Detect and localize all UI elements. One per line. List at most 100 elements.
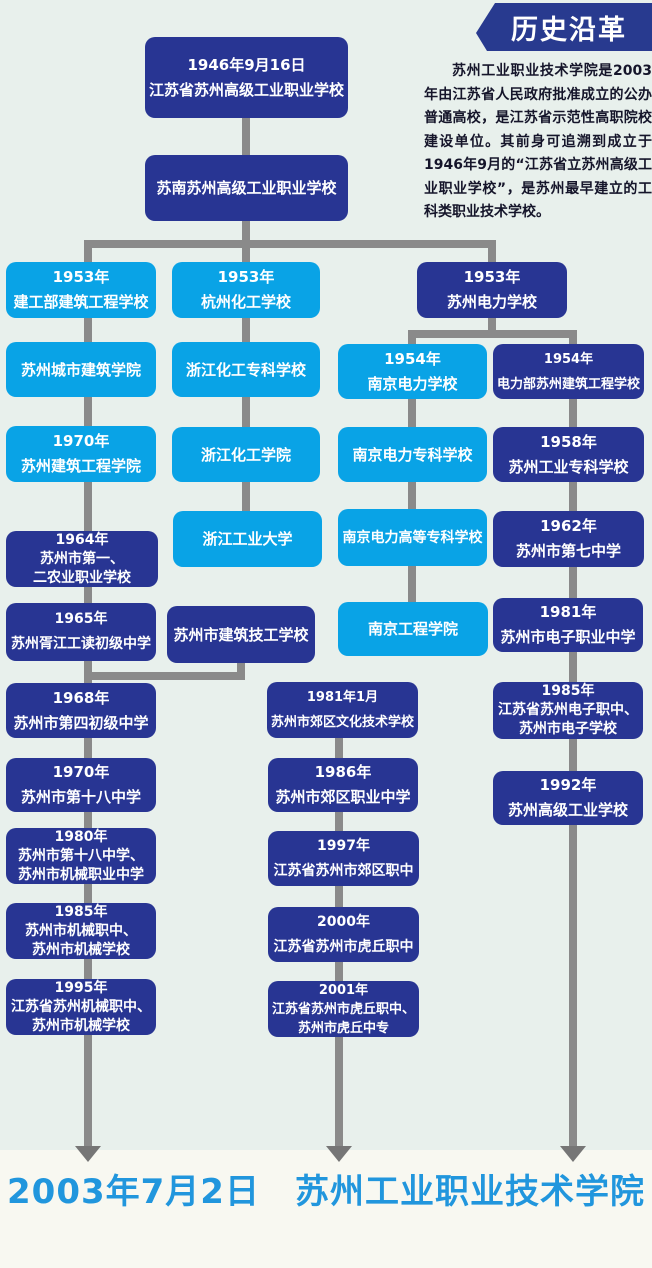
node-text-line: 1992年 — [539, 776, 597, 794]
node-text-line: 1985年 — [541, 683, 595, 699]
node-2000-huqiu-vocational: 2000年江苏省苏州市虎丘职中 — [268, 907, 419, 962]
banner-title: 历史沿革 — [511, 14, 627, 46]
connector-line — [242, 220, 250, 240]
node-text-line: 苏州市郊区职业中学 — [275, 788, 411, 806]
node-text-line: 江苏省苏州电子职中、 — [498, 702, 638, 718]
node-suzhou-city-construction: 苏州城市建筑学院 — [6, 342, 156, 397]
node-text-line: 电力部苏州建筑工程学校 — [496, 376, 640, 392]
node-1981-suburb-culture-tech: 1981年1月苏州市郊区文化技术学校 — [267, 682, 418, 738]
node-text-line: 苏州市第七中学 — [515, 542, 621, 560]
node-text-line: 苏州市机械职业中学 — [18, 866, 144, 883]
node-text-line: 浙江工业大学 — [202, 530, 293, 548]
node-text-line: 江苏省苏州高级工业职业学校 — [148, 80, 344, 99]
node-zhejiang-chemical-institute: 浙江化工学院 — [172, 427, 320, 482]
node-text-line: 江苏省苏州机械职中、 — [11, 998, 151, 1015]
intro-paragraph: 苏州工业职业技术学院是2003年由江苏省人民政府批准成立的公办普通高校，是江苏省… — [424, 63, 652, 220]
node-1986-suburb-vocational: 1986年苏州市郊区职业中学 — [268, 758, 418, 812]
connector-line — [408, 338, 416, 348]
node-text-line: 苏州市第一、 — [40, 550, 124, 567]
node-text-line: 1968年 — [52, 688, 110, 707]
node-text-line: 苏州高级工业学校 — [507, 801, 628, 819]
node-1964-suzhou-agricultural: 1964年苏州市第一、二农业职业学校 — [6, 531, 158, 587]
node-text-line: 1954年 — [543, 351, 594, 367]
footer-title: 2003年7月2日 苏州工业职业技术学院 — [7, 1172, 645, 1212]
node-text-line: 1964年 — [55, 531, 109, 548]
node-text-line: 1962年 — [540, 517, 597, 535]
node-text-line: 1981年1月 — [306, 690, 379, 705]
node-text-line: 苏州市电子职业中学 — [500, 628, 636, 646]
node-text-line: 1953年 — [463, 268, 521, 286]
node-text-line: 江苏省苏州市虎丘职中 — [273, 938, 414, 955]
node-1997-suburb-vocational: 1997年江苏省苏州市郊区职中 — [268, 831, 419, 886]
node-text-line: 建工部建筑工程学校 — [13, 293, 149, 311]
node-1953-suzhou-electric: 1953年苏州电力学校 — [417, 262, 567, 318]
node-text-line: 苏州市机械学校 — [32, 1017, 130, 1034]
connector-line — [488, 318, 496, 334]
node-1953-construction-school: 1953年建工部建筑工程学校 — [6, 262, 156, 318]
node-text-line: 1965年 — [54, 611, 108, 627]
node-1970-no18-middle: 1970年苏州市第十八中学 — [6, 758, 156, 812]
node-1995-machinery-schools: 1995年江苏省苏州机械职中、苏州市机械学校 — [6, 979, 156, 1035]
node-text-line: 杭州化工学校 — [200, 293, 291, 311]
node-text-line: 苏州市电子学校 — [519, 721, 617, 737]
node-text-line: 江苏省苏州市郊区职中 — [273, 862, 414, 879]
arrowhead-down-icon — [560, 1146, 586, 1162]
connector-line — [242, 248, 250, 262]
node-text-line: 苏州市建筑技工学校 — [173, 625, 309, 644]
bottom-band — [0, 1150, 652, 1268]
node-text-line: 南京电力专科学校 — [352, 445, 473, 464]
arrowhead-down-icon — [326, 1146, 352, 1162]
node-1953-hangzhou-chemical: 1953年杭州化工学校 — [172, 262, 320, 318]
node-text-line: 苏州市第四初级中学 — [13, 713, 149, 732]
node-text-line: 浙江化工专科学校 — [185, 360, 306, 379]
node-text-line: 1946年9月16日 — [187, 55, 306, 74]
node-text-line: 2000年 — [317, 913, 370, 930]
node-1970-suzhou-construction: 1970年苏州建筑工程学院 — [6, 426, 156, 482]
node-text-line: 1997年 — [317, 837, 370, 854]
node-text-line: 苏州城市建筑学院 — [20, 360, 141, 379]
node-1992-senior-industrial: 1992年苏州高级工业学校 — [493, 771, 643, 825]
node-text-line: 1981年 — [539, 603, 597, 621]
node-text-line: 苏州市机械学校 — [32, 941, 130, 958]
node-1985-machinery-schools: 1985年苏州市机械职中、苏州市机械学校 — [6, 903, 156, 959]
connector-line — [237, 660, 245, 678]
node-text-line: 1985年 — [54, 903, 108, 920]
node-text-line: 苏州市第十八中学、 — [18, 847, 144, 864]
node-sunan-suzhou-senior-industrial: 苏南苏州高级工业职业学校 — [145, 155, 348, 221]
connector-line — [569, 348, 577, 1148]
node-text-line: 1953年 — [52, 268, 110, 286]
node-1980-no18-machinery: 1980年苏州市第十八中学、苏州市机械职业中学 — [6, 828, 156, 884]
node-text-line: 二农业职业学校 — [33, 569, 131, 586]
node-text-line: 浙江化工学院 — [200, 445, 291, 464]
node-text-line: 苏州市机械职中、 — [25, 922, 137, 939]
node-text-line: 南京电力高等专科学校 — [342, 529, 483, 546]
connector-line — [488, 248, 496, 262]
node-text-line: 苏州胥江工读初级中学 — [11, 636, 151, 652]
node-zhejiang-chemical-college: 浙江化工专科学校 — [172, 342, 320, 397]
node-text-line: 苏州工业专科学校 — [508, 457, 629, 476]
node-nanjing-electric-higher: 南京电力高等专科学校 — [338, 509, 487, 566]
node-1968-no4-junior-middle: 1968年苏州市第四初级中学 — [6, 683, 156, 738]
node-1958-suzhou-industrial: 1958年苏州工业专科学校 — [493, 427, 644, 482]
connector-line — [84, 248, 92, 262]
node-1946-jiangsu-suzhou-senior-industrial: 1946年9月16日江苏省苏州高级工业职业学校 — [145, 37, 348, 118]
node-text-line: 1953年 — [217, 268, 275, 286]
node-1965-xujiang-junior: 1965年苏州胥江工读初级中学 — [6, 603, 156, 661]
connector-line — [408, 330, 577, 338]
node-nanjing-institute-tech: 南京工程学院 — [338, 602, 488, 656]
node-text-line: 2001年 — [318, 982, 369, 998]
node-text-line: 1986年 — [314, 763, 372, 781]
node-1962-suzhou-no7-middle: 1962年苏州市第七中学 — [493, 511, 644, 567]
node-text-line: 苏南苏州高级工业职业学校 — [156, 179, 337, 197]
node-2001-huqiu-schools: 2001年江苏省苏州市虎丘职中、苏州市虎丘中专 — [268, 981, 419, 1037]
node-text-line: 苏州建筑工程学院 — [20, 457, 141, 475]
node-1954-power-ministry-suzhou: 1954年电力部苏州建筑工程学校 — [493, 344, 644, 399]
node-1985-electronic-schools: 1985年江苏省苏州电子职中、苏州市电子学校 — [493, 682, 643, 739]
node-text-line: 1970年 — [52, 432, 110, 450]
connector-line — [242, 118, 250, 155]
node-text-line: 1980年 — [54, 828, 108, 845]
connector-line — [84, 672, 245, 680]
node-text-line: 南京电力学校 — [367, 374, 458, 393]
node-text-line: 1995年 — [54, 979, 108, 996]
